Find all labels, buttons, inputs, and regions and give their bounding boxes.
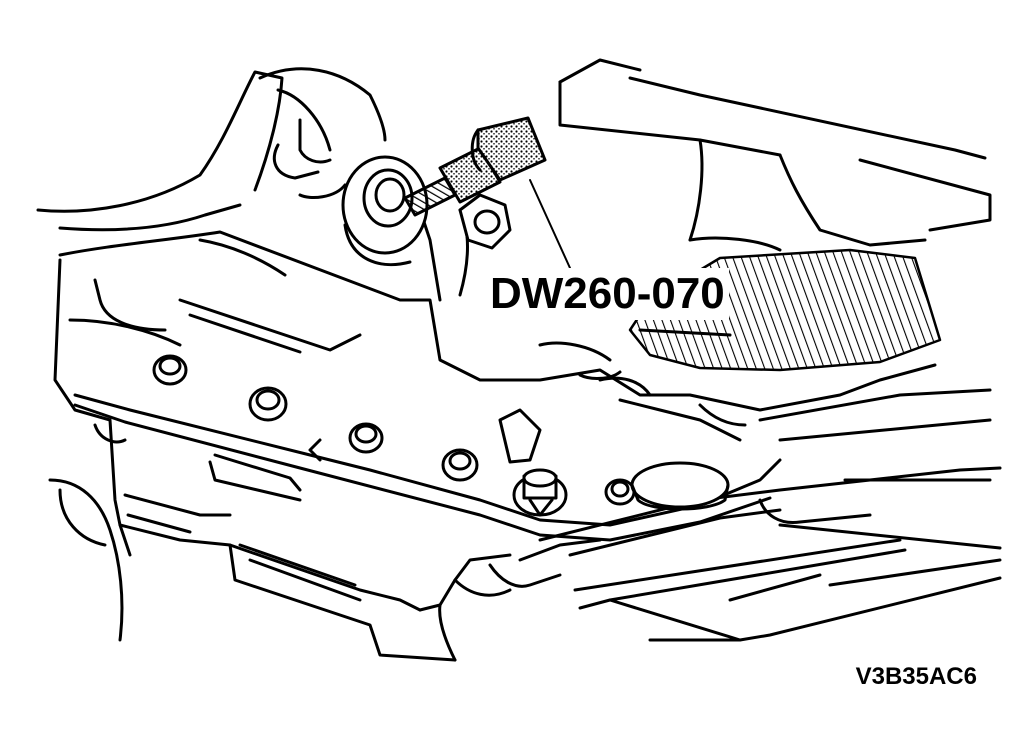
crossmember-upper-right [558, 58, 992, 252]
drain-plug [512, 468, 568, 517]
engine-block-left [36, 67, 387, 232]
tool-callout-label: DW260-070 [486, 268, 729, 320]
figure-code: V3B35AC6 [855, 663, 977, 690]
flange-bolt-3 [348, 422, 384, 454]
pan-flange [73, 393, 782, 542]
special-tool-dw260-070 [403, 116, 547, 217]
flange-bolt-1 [152, 354, 188, 386]
boss-nut [458, 193, 512, 250]
callout-leader [529, 179, 571, 269]
flange-bolt-4 [441, 448, 479, 482]
filter-cap [630, 461, 730, 511]
center-bracket [498, 370, 747, 464]
flange-bolt-2 [248, 386, 288, 422]
flange-bolt-5 [604, 478, 636, 506]
oil-pan-body [108, 418, 602, 662]
frame-rail-lower-right [538, 388, 1002, 642]
engine-block-lower-left [48, 478, 124, 642]
